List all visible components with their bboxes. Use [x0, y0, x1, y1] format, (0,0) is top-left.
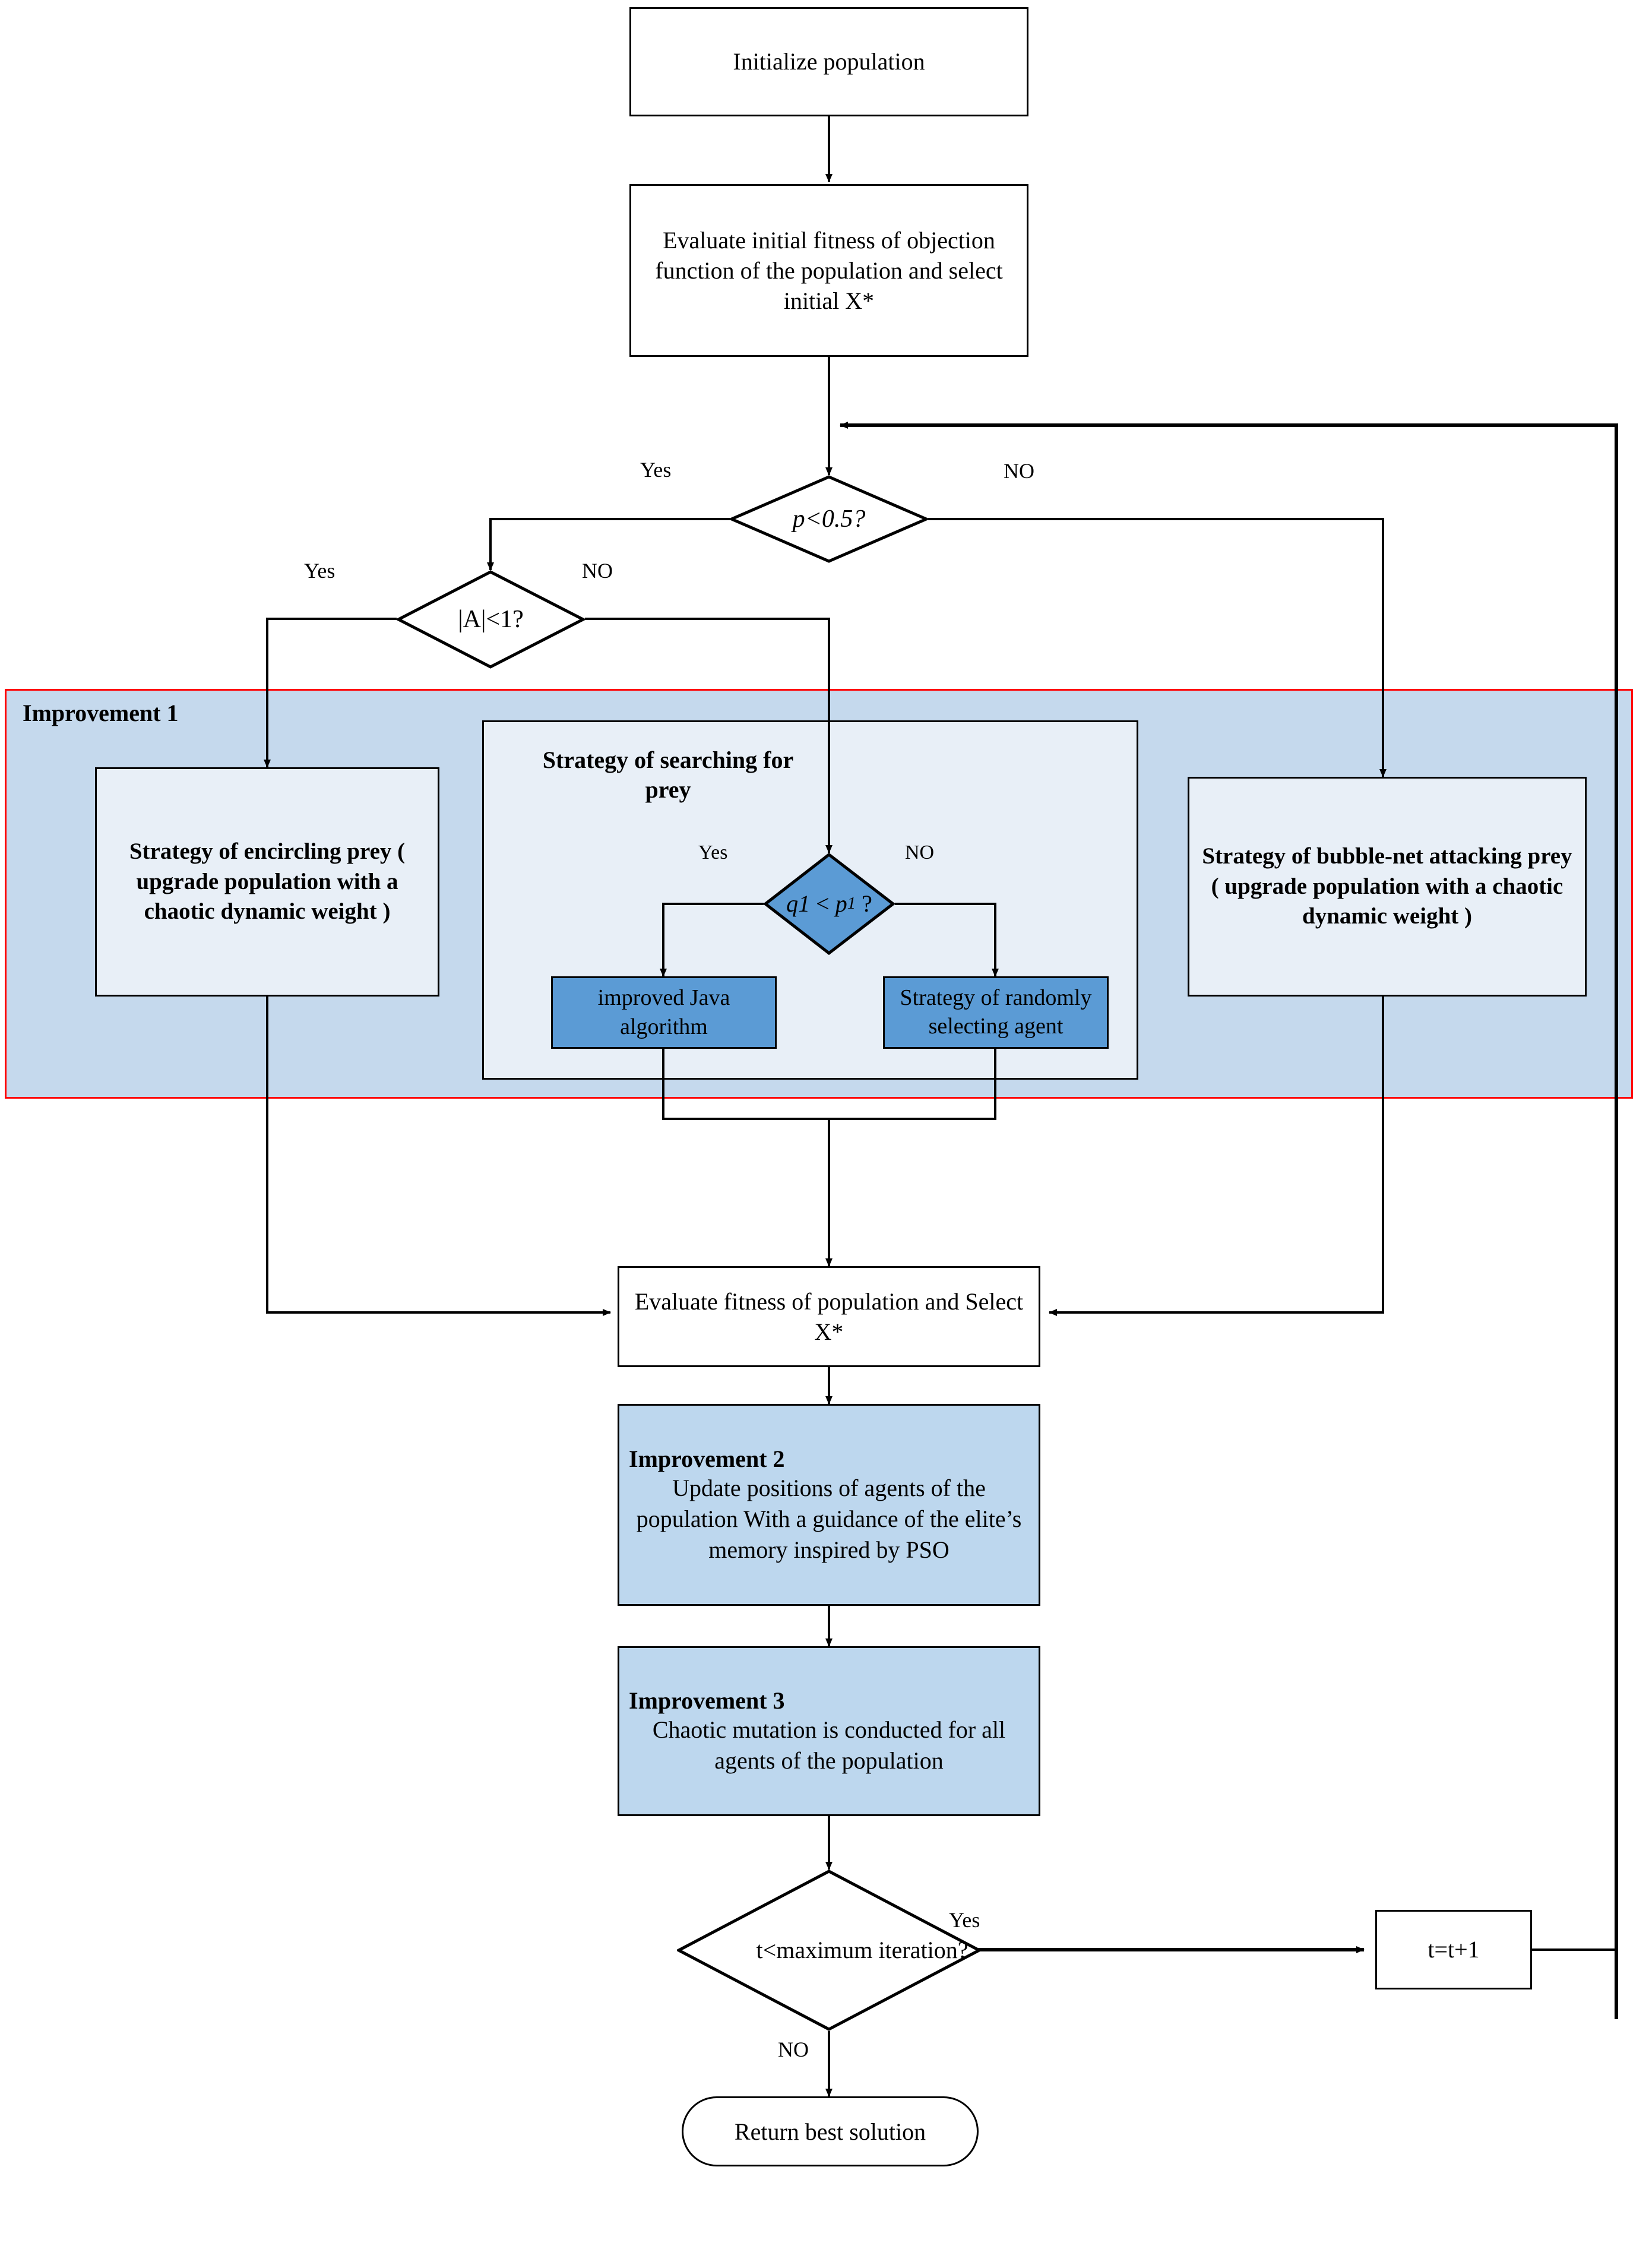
evaluate-fitness-label: Evaluate fitness of population and Selec… — [634, 1288, 1024, 1345]
decision-p-label: p<0.5? — [792, 505, 866, 533]
improvement-3-heading: Improvement 3 — [629, 1687, 785, 1714]
node-decision-a: |A|<1? — [395, 570, 587, 669]
q1-question-mark: ? — [862, 890, 872, 917]
edge-label-t-yes: Yes — [949, 1908, 980, 1932]
q1-operator: < — [816, 890, 830, 917]
edge-label-p-yes: Yes — [640, 458, 672, 482]
node-evaluate-initial-fitness: Evaluate initial fitness of objection fu… — [629, 184, 1028, 357]
node-increment-t: t=t+1 — [1375, 1910, 1532, 1989]
improvement-2-heading: Improvement 2 — [629, 1445, 785, 1472]
node-decision-p: p<0.5? — [727, 475, 930, 563]
p1-term: p — [835, 890, 847, 917]
p1-subscript: 1 — [847, 894, 856, 913]
edge-label-t-no: NO — [778, 2038, 809, 2061]
edge-label-p-no: NO — [1004, 459, 1034, 483]
increment-t-label: t=t+1 — [1428, 1936, 1480, 1963]
improvement-1-label: Improvement 1 — [23, 700, 179, 726]
strategy-bubble-net-label: Strategy of bubble-net attacking prey ( … — [1202, 843, 1572, 929]
decision-a-label: |A|<1? — [458, 605, 524, 633]
node-initialize-population: Initialize population — [629, 7, 1028, 116]
node-strategy-encircling-prey: Strategy of encircling prey ( upgrade po… — [95, 767, 439, 997]
decision-t-label: t<maximum iteration? — [756, 1937, 968, 1963]
improved-java-algorithm-label: improved Java algorithm — [597, 985, 730, 1039]
node-strategy-bubble-net: Strategy of bubble-net attacking prey ( … — [1188, 777, 1587, 997]
node-improvement-2: Improvement 2 Update positions of agents… — [618, 1404, 1040, 1606]
search-for-prey-title: Strategy of searching for prey — [542, 746, 794, 803]
improvement-2-body: Update positions of agents of the popula… — [636, 1474, 1022, 1563]
decision-a-shape — [395, 570, 587, 669]
node-randomly-selecting-agent: Strategy of randomly selecting agent — [883, 976, 1109, 1049]
edge-label-q1-yes: Yes — [698, 842, 728, 863]
node-improvement-3: Improvement 3 Chaotic mutation is conduc… — [618, 1646, 1040, 1816]
q1-term: q1 — [786, 890, 811, 917]
edge-label-a-no: NO — [582, 559, 613, 583]
node-return-best-solution: Return best solution — [682, 2096, 979, 2166]
return-best-solution-label: Return best solution — [734, 2118, 926, 2145]
edge-label-q1-no: NO — [905, 842, 935, 863]
decision-q1-shape — [762, 852, 896, 956]
evaluate-initial-fitness-label: Evaluate initial fitness of objection fu… — [655, 226, 1003, 315]
initialize-population-label: Initialize population — [733, 48, 925, 75]
improvement-3-body: Chaotic mutation is conducted for all ag… — [652, 1716, 1006, 1774]
decision-p-shape — [727, 475, 930, 563]
edge-label-a-yes: Yes — [304, 559, 336, 583]
node-decision-t: t<maximum iteration? — [675, 1870, 983, 2031]
decision-t-shape — [675, 1870, 983, 2031]
randomly-selecting-agent-label: Strategy of randomly selecting agent — [900, 985, 1092, 1039]
node-improved-java-algorithm: improved Java algorithm — [551, 976, 777, 1049]
strategy-encircling-prey-label: Strategy of encircling prey ( upgrade po… — [129, 838, 406, 925]
node-evaluate-fitness: Evaluate fitness of population and Selec… — [618, 1266, 1040, 1367]
